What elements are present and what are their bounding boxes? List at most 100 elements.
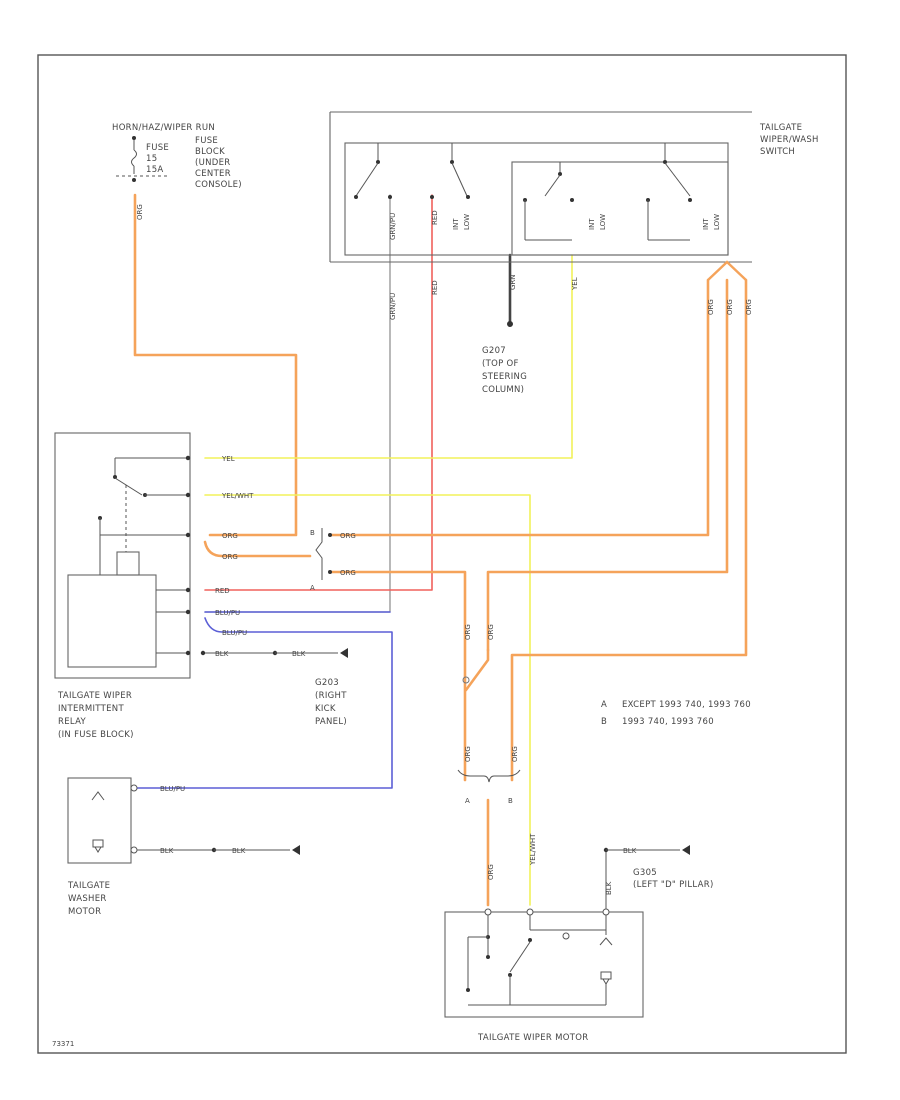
g207-label-2: (TOP OF <box>482 359 519 369</box>
ground-g207-icon <box>507 321 513 327</box>
diagram-frame <box>37 54 847 1054</box>
connector-key-a: A <box>310 584 315 592</box>
wire-label-relay-blupu2: BLU/PU <box>222 629 247 637</box>
wire-yelwht <box>204 494 531 906</box>
wire-label-relay-yel: YEL <box>221 455 235 463</box>
washer-label-1: TAILGATE <box>67 881 110 891</box>
fuse-block-label-4: CENTER <box>195 169 231 179</box>
splice-label-b: B <box>508 797 513 805</box>
wiper-motor-label: TAILGATE WIPER MOTOR <box>477 1033 588 1043</box>
switch-body <box>344 142 729 256</box>
g305-label-2: (LEFT "D" PILLAR) <box>633 880 714 890</box>
wire-label-vert-org3: ORG <box>464 746 472 762</box>
note-a-key: A <box>601 700 607 710</box>
relay-label-3: RELAY <box>58 717 87 727</box>
switch-pin-low-3: LOW <box>713 214 721 230</box>
wire-label-fuse-out: ORG <box>136 204 144 220</box>
ground-g305-icon <box>682 845 690 855</box>
fuse-label-3: 15 <box>146 154 157 164</box>
wire-sw-org2 <box>486 278 729 652</box>
washer-ground-icon <box>292 845 300 855</box>
g305-label-1: G305 <box>633 868 657 878</box>
wiper-wash-switch: INT LOW INT LOW INT LOW TAILGATE WIPER/W… <box>329 111 818 320</box>
wire-label-vert-org4: ORG <box>511 746 519 762</box>
wire-label-motor-org: ORG <box>487 864 495 880</box>
wire-label-relay-org1: ORG <box>222 532 238 540</box>
switch-label-3: SWITCH <box>760 147 795 157</box>
fuse-block-label-2: BLOCK <box>195 147 225 157</box>
wire-label-sw-red: RED <box>431 280 439 295</box>
wire-label-relay-blupu1: BLU/PU <box>215 609 240 617</box>
intermittent-relay: TAILGATE WIPER INTERMITTENT RELAY (IN FU… <box>54 432 348 740</box>
splice-brace <box>457 769 521 783</box>
washer-motor-box <box>67 777 132 864</box>
wiper-motor-icon <box>600 971 612 985</box>
switch-pin-low-2: LOW <box>599 214 607 230</box>
fuse-label-4: 15A <box>146 165 164 175</box>
switch-pin-int-3: INT <box>702 218 710 230</box>
wire-sw-org1 <box>328 278 710 537</box>
fuse-15: HORN/HAZ/WIPER RUN FUSE 15 15A FUSE BLOC… <box>112 123 242 220</box>
note-b-key: B <box>601 717 607 727</box>
wire-label-pillar-blk1: BLK <box>623 847 637 855</box>
wire-label-c-org-a: ORG <box>340 532 356 540</box>
washer-motor-icon <box>92 839 104 853</box>
wire-label-vert-org1: ORG <box>464 624 472 640</box>
wire-label-sw-org1: ORG <box>707 299 715 315</box>
wire-label-motor-yelwht: YEL/WHT <box>529 833 537 866</box>
relay-enclosure <box>54 432 191 679</box>
wire-label-sw-org2: ORG <box>726 299 734 315</box>
relay-module <box>67 574 157 668</box>
connector-key-b: B <box>310 529 315 537</box>
washer-motor-terminal-icon <box>91 791 105 801</box>
g203-label-4: PANEL) <box>315 717 347 727</box>
ground-g305: BLK BLK G305 (LEFT "D" PILLAR) <box>603 845 714 909</box>
wire-label-sw-grnpu: GRN/PU <box>389 293 397 320</box>
switch-pin-int-2: INT <box>588 218 596 230</box>
switch-pin-low-1: LOW <box>463 214 471 230</box>
wire-red-switch <box>204 194 433 591</box>
washer-label-2: WASHER <box>68 894 107 904</box>
wire-label-wash-blk1: BLK <box>160 847 174 855</box>
wiper-motor-box <box>444 911 644 1018</box>
wire-label-sw-org3: ORG <box>745 299 753 315</box>
g207-label-3: STEERING <box>482 372 527 382</box>
wire-label-sw-grn: GRN <box>509 274 517 290</box>
g203-label-2: (RIGHT <box>315 691 347 701</box>
splice-label-a: A <box>465 797 470 805</box>
wire-label-sw-red-top: RED <box>431 210 439 225</box>
wire-yel-switch <box>204 254 573 459</box>
g203-label-3: KICK <box>315 704 336 714</box>
fuse-label-2: FUSE <box>146 143 169 153</box>
g207-label-4: COLUMN) <box>482 385 524 395</box>
relay-label-4: (IN FUSE BLOCK) <box>58 730 134 740</box>
wire-label-sw-grnpu-top: GRN/PU <box>389 213 397 240</box>
switch-inner-section <box>511 161 729 256</box>
vertical-wire-labels: ORG ORG ORG ORG A B ORG YEL/WHT <box>457 624 537 880</box>
wire-fuse-org <box>133 193 298 537</box>
fuse-label-1: HORN/HAZ/WIPER RUN <box>112 123 215 133</box>
wire-label-wash-blupu: BLU/PU <box>160 785 185 793</box>
splice-point <box>462 676 470 684</box>
ground-g203-icon <box>340 648 348 658</box>
switch-fan-junction <box>707 260 747 281</box>
wire-cross <box>464 648 490 692</box>
note-a-text: EXCEPT 1993 740, 1993 760 <box>622 700 751 710</box>
wire-label-wash-blk2: BLK <box>232 847 246 855</box>
washer-label-3: MOTOR <box>68 907 101 917</box>
wire-label-relay-blk2: BLK <box>292 650 306 658</box>
connector-ab: B A ORG ORG <box>310 528 356 592</box>
wire-label-pillar-blk2: BLK <box>605 881 613 895</box>
wiper-motor: TAILGATE WIPER MOTOR <box>444 908 644 1043</box>
wire-label-c-org-b: ORG <box>340 569 356 577</box>
g203-label-1: G203 <box>315 678 339 688</box>
fuse-block-label-5: CONSOLE) <box>195 180 242 190</box>
g207-label-1: G207 <box>482 346 506 356</box>
wire-c-org-b <box>328 570 467 782</box>
switch-pin-int-1: INT <box>452 218 460 230</box>
diagram-code: 73371 <box>52 1040 74 1048</box>
wire-relay-org2 <box>203 540 312 558</box>
wire-label-relay-org2: ORG <box>222 553 238 561</box>
wire-label-relay-red: RED <box>215 587 230 595</box>
